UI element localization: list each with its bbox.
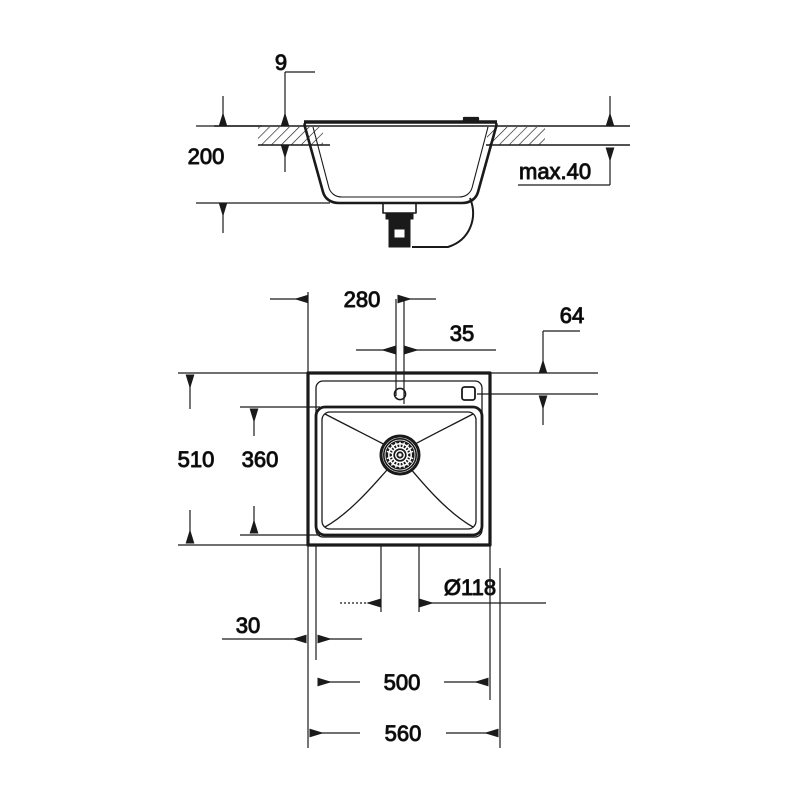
dim-30-label: 30 [236, 613, 260, 638]
faucet-hole [393, 387, 407, 401]
drain-flange [385, 212, 414, 220]
dim-118-label: Ø118 [444, 575, 496, 600]
drain-strainer [379, 434, 421, 476]
bowl-inner-rect [321, 411, 477, 530]
waste-hose [412, 197, 474, 248]
drain-collar [388, 218, 411, 226]
drain-outlet-body [382, 203, 417, 214]
dim-500-label: 500 [384, 670, 421, 695]
overflow-button-tab [462, 116, 480, 124]
bowl-inner-wall [312, 126, 489, 198]
dim-510-label: 510 [178, 447, 215, 472]
siphon-trap-window [393, 228, 406, 239]
siphon-trap-base [388, 241, 411, 248]
worktop-hatch-right [487, 127, 545, 145]
plan-view: 280 35 64 510 360 Ø118 [177, 287, 598, 748]
dim-360-label: 360 [242, 447, 279, 472]
dim-35-label: 35 [450, 321, 474, 346]
dim-280-label: 280 [344, 287, 381, 312]
dim-max40-label: max.40 [519, 159, 591, 184]
dim-64-label: 64 [560, 303, 584, 328]
dim-9-label: 9 [275, 50, 287, 75]
dim-560-label: 560 [385, 721, 422, 746]
overflow-button-hole [461, 386, 476, 401]
dim-200-label: 200 [188, 144, 225, 169]
bowl-outer-wall [303, 121, 498, 205]
elevation-view: 9 200 max.40 [187, 50, 630, 248]
bowl-outer-rect [314, 405, 484, 537]
